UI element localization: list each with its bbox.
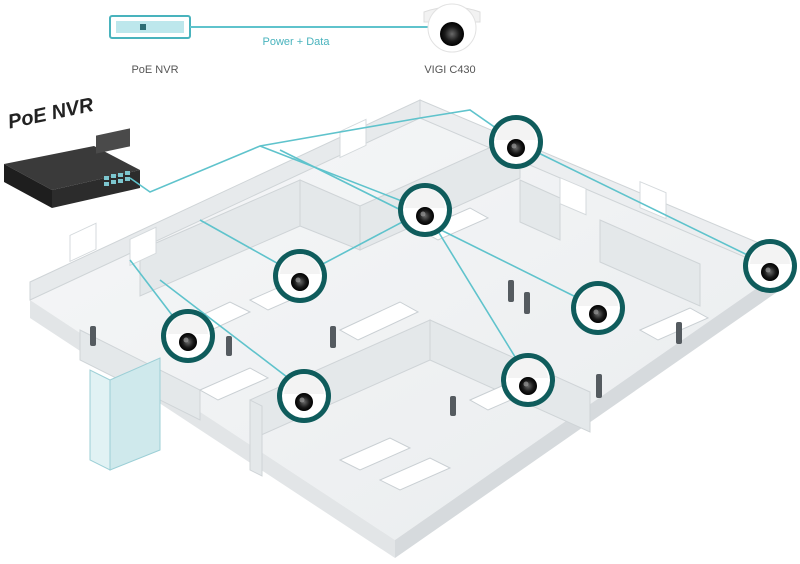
dome-camera-icon	[743, 239, 797, 293]
legend-link-label: Power + Data	[262, 36, 330, 48]
legend-nvr-label: PoE NVR	[131, 64, 179, 76]
legend-camera-label: VIGI C430	[424, 64, 476, 76]
nvr-device	[4, 128, 140, 208]
dome-camera-icon	[571, 281, 625, 335]
dome-camera-icon	[273, 249, 327, 303]
dome-camera-icon	[161, 309, 215, 363]
legend	[109, 3, 481, 53]
dome-camera-icon	[501, 353, 555, 407]
legend-camera-icon	[423, 3, 481, 53]
dome-camera-icon	[489, 115, 543, 169]
dome-camera-icon	[398, 183, 452, 237]
floor-plan	[29, 99, 781, 558]
cabling	[129, 109, 771, 391]
dome-camera-icon	[277, 369, 331, 423]
